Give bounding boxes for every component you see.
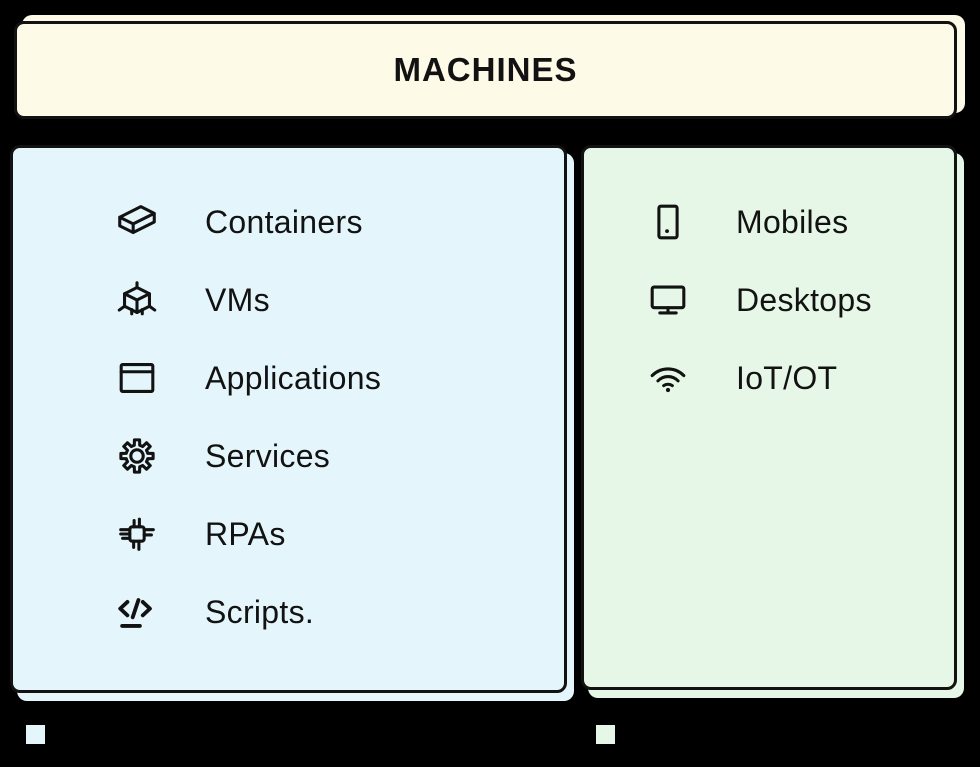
list-item: RPAs xyxy=(114,495,564,573)
list-item: Mobiles xyxy=(645,183,954,261)
smartphone-icon xyxy=(645,199,691,245)
list-item: Applications xyxy=(114,339,564,417)
item-label: Scripts. xyxy=(205,594,315,630)
legend-swatch-left-panel xyxy=(26,725,45,744)
right-panel: Mobiles Desktops IoT/OT xyxy=(581,145,957,690)
item-label: Applications xyxy=(205,360,382,396)
cube-3d-icon xyxy=(114,277,160,323)
item-label: Services xyxy=(205,438,331,474)
left-panel: Containers VMs Applications xyxy=(10,145,567,693)
machines-header-card: MACHINES xyxy=(14,21,957,119)
item-label: IoT/OT xyxy=(736,360,838,396)
item-label: Containers xyxy=(205,204,363,240)
item-label: RPAs xyxy=(205,516,286,552)
list-item: VMs xyxy=(114,261,564,339)
list-item: Services xyxy=(114,417,564,495)
item-label: VMs xyxy=(205,282,270,318)
wifi-icon xyxy=(645,355,691,401)
monitor-icon xyxy=(645,277,691,323)
code-icon xyxy=(114,589,160,635)
app-window-icon xyxy=(114,355,160,401)
list-item: Containers xyxy=(114,183,564,261)
list-item: Scripts. xyxy=(114,573,564,651)
item-label: Desktops xyxy=(736,282,872,318)
page-title: MACHINES xyxy=(393,51,578,88)
chip-icon xyxy=(114,511,160,557)
list-item: Desktops xyxy=(645,261,954,339)
list-item: IoT/OT xyxy=(645,339,954,417)
item-label: Mobiles xyxy=(736,204,849,240)
gear-icon xyxy=(114,433,160,479)
legend-swatch-right-panel xyxy=(596,725,615,744)
container-icon xyxy=(114,199,160,245)
